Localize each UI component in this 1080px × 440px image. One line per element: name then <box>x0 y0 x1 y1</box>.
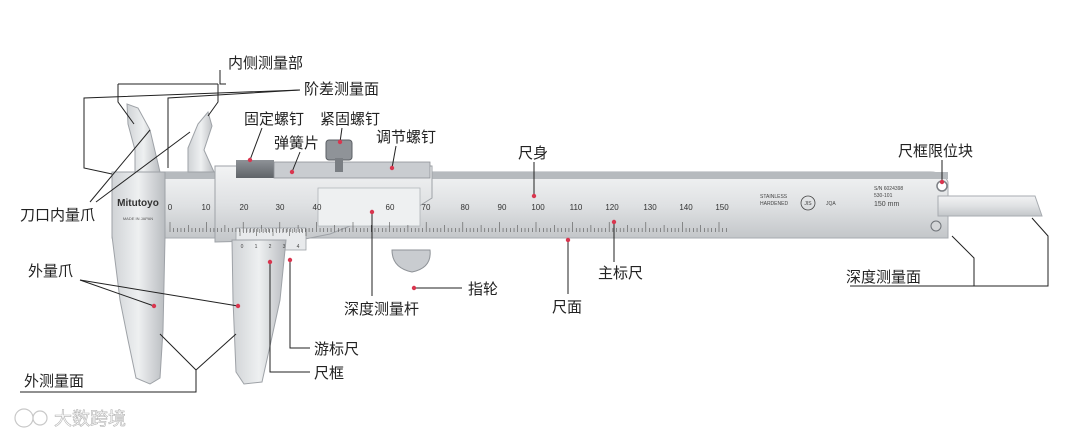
label-vernier-scale: 游标尺 <box>314 340 359 358</box>
scale-num: 130 <box>643 203 657 212</box>
vernier-num: 2 <box>269 244 272 250</box>
scale-num: 30 <box>276 203 285 212</box>
label-beam-face: 尺面 <box>552 298 582 316</box>
leader-fixing <box>250 128 262 160</box>
depth-bar-extension <box>938 196 1042 216</box>
leader-inner-part <box>220 70 226 84</box>
marker-dot <box>370 210 374 214</box>
scale-num: 100 <box>531 203 545 212</box>
brand-sub: MADE IN JAPAN <box>123 216 153 221</box>
leader-depthface-b <box>974 218 1048 286</box>
scale-num: 110 <box>570 203 583 212</box>
leader-outface-b <box>196 334 236 370</box>
scale-num: 90 <box>498 203 507 212</box>
scale-num: 10 <box>202 203 211 212</box>
brand-name: Mitutoyo <box>117 198 159 209</box>
marker-dot <box>338 140 342 144</box>
label-slider-frame: 尺框 <box>314 364 344 382</box>
marker-dot <box>566 238 570 242</box>
label-main-scale: 主标尺 <box>598 264 643 282</box>
marker-dot <box>390 166 394 170</box>
plate-jis: JIS <box>804 201 812 207</box>
slider-top-plate <box>274 162 430 178</box>
scale-num: 40 <box>313 203 322 212</box>
scale-num: 150 <box>715 203 729 212</box>
plate-stainless: STAINLESS <box>760 194 788 200</box>
watermark-logo-icon-b <box>33 411 47 425</box>
marker-dot <box>412 286 416 290</box>
leader-inner-mid <box>208 84 218 116</box>
scale-num: 60 <box>386 203 395 212</box>
scale-num: 120 <box>605 203 619 212</box>
watermark-text: 大数跨境 <box>54 409 126 430</box>
marker-dot <box>290 170 294 174</box>
label-outside-measuring-face: 外测量面 <box>24 372 84 390</box>
marker-dot <box>248 158 252 162</box>
thumb-roller <box>392 250 430 272</box>
beam-end-screw <box>931 221 941 231</box>
label-outside-jaw: 外量爪 <box>28 262 73 280</box>
scale-num: 70 <box>422 203 431 212</box>
slider-top-block <box>236 160 274 178</box>
marker-dot <box>612 220 616 224</box>
label-adjusting-screw: 调节螺钉 <box>376 128 436 146</box>
label-inner-measuring-part: 内侧测量部 <box>228 54 303 72</box>
label-thumb-roller: 指轮 <box>468 280 498 298</box>
scale-num: 140 <box>679 203 693 212</box>
watermark-logo-icon <box>15 409 33 427</box>
label-frame-stopper: 尺框限位块 <box>898 142 973 160</box>
vernier-num: 0 <box>241 244 244 250</box>
label-depth-bar: 深度测量杆 <box>344 300 419 318</box>
vernier-num: 1 <box>255 244 258 250</box>
plate-hardened: HARDENED <box>760 201 788 207</box>
vernier-num: 3 <box>283 244 286 250</box>
marker-dot <box>288 258 292 262</box>
slider-window <box>318 188 420 226</box>
plate-range: 150 mm <box>874 201 899 208</box>
moving-inside-jaw <box>188 112 214 172</box>
marker-dot <box>268 260 272 264</box>
scale-num: 20 <box>240 203 249 212</box>
label-fixing-screw: 固定螺钉 <box>244 110 304 128</box>
marker-dot <box>532 194 536 198</box>
plate-serial: S/N 6024398 <box>874 186 903 192</box>
label-beam: 尺身 <box>518 144 548 162</box>
plate-code: 530-101 <box>874 193 893 199</box>
marker-dot <box>236 304 240 308</box>
vernier-num: 4 <box>297 244 300 250</box>
scale-num: 80 <box>461 203 470 212</box>
moving-outside-jaw <box>232 240 286 384</box>
watermark: 大数跨境 <box>15 409 126 430</box>
label-step-measuring-face: 阶差测量面 <box>304 80 379 98</box>
scale-num: 0 <box>168 203 173 212</box>
label-spring-plate: 弹簧片 <box>274 134 319 152</box>
label-depth-measuring-face: 深度测量面 <box>846 268 921 286</box>
leader-vernier <box>290 260 310 348</box>
marker-dot <box>152 304 156 308</box>
plate-jqa: JQA <box>826 201 836 207</box>
locking-screw-stem <box>335 158 343 172</box>
marker-dot <box>940 180 944 184</box>
label-locking-screw: 紧固螺钉 <box>320 110 380 128</box>
label-knife-inside-jaw: 刀口内量爪 <box>20 206 95 224</box>
